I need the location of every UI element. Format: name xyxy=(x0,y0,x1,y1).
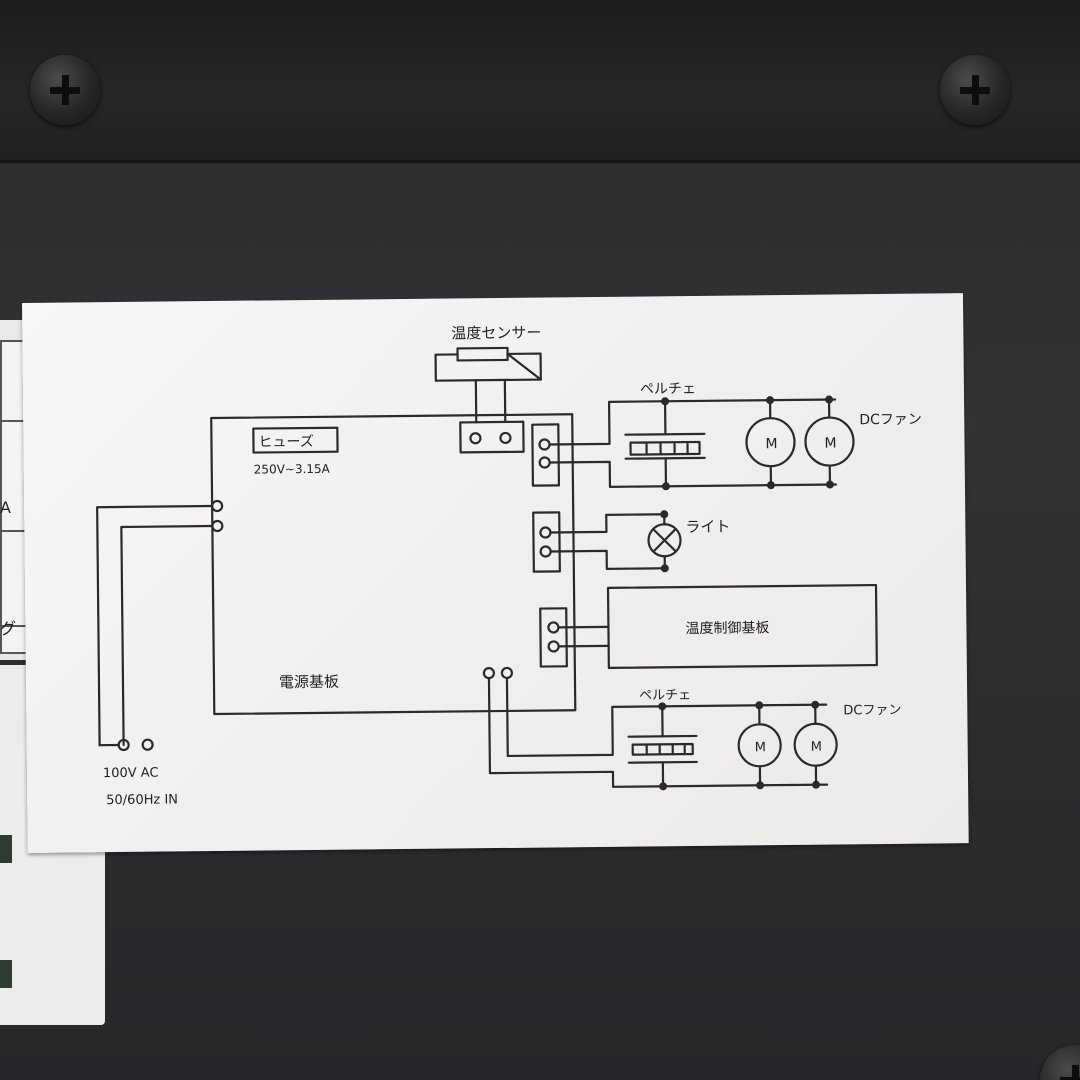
dc-fan-top-label: DCファン xyxy=(859,412,922,429)
screw-icon xyxy=(1040,1045,1080,1080)
side-sticker-fragment: A xyxy=(0,498,11,517)
connector-light xyxy=(532,511,561,573)
peltier-top-label: ペルチェ xyxy=(640,381,696,398)
screw-icon xyxy=(940,55,1010,125)
connector-control-board xyxy=(539,607,568,668)
temp-sensor-body xyxy=(456,346,509,362)
power-board-label: 電源基板 xyxy=(279,673,339,692)
power-board xyxy=(210,413,577,716)
motor-symbol: M xyxy=(811,740,822,755)
temp-sensor-label: 温度センサー xyxy=(451,324,541,343)
light-label: ライト xyxy=(685,518,730,536)
fuse-box xyxy=(252,426,339,454)
motor-symbol: M xyxy=(765,436,777,452)
fuse-rating: 250V~3.15A xyxy=(254,462,331,477)
temp-sensor-connector xyxy=(459,420,525,454)
peltier-bottom xyxy=(627,734,698,764)
ac-input-label: 100V AC xyxy=(103,766,159,782)
ac-frequency-label: 50/60Hz IN xyxy=(106,792,178,808)
top-rail xyxy=(0,0,1080,163)
wiring-diagram: 温度センサー ヒューズ 250V~3.15A ペルチェ M M DCファン ライ… xyxy=(96,324,922,808)
side-sticker-fragment: グ xyxy=(0,619,17,638)
dc-fan-bottom-label: DCファン xyxy=(843,703,901,719)
ac-input-wire xyxy=(96,504,214,747)
temp-control-board xyxy=(606,583,878,669)
fuse-label: ヒューズ xyxy=(258,434,313,451)
peltier-bottom-label: ペルチェ xyxy=(639,688,691,704)
wiring-diagram-label: 温度センサー ヒューズ 250V~3.15A ペルチェ M M DCファン ライ… xyxy=(22,293,969,853)
connector-peltier-top xyxy=(531,423,561,487)
light-bulb xyxy=(647,523,682,558)
junction-dots xyxy=(658,395,834,791)
peltier-top xyxy=(624,432,706,460)
motor-symbol: M xyxy=(755,740,766,755)
screw-icon xyxy=(30,55,100,125)
temp-sensor-housing xyxy=(434,352,542,382)
motor-symbol: M xyxy=(824,435,836,451)
temp-control-board-label: 温度制御基板 xyxy=(685,619,769,637)
temp-sensor-wire xyxy=(474,378,507,424)
